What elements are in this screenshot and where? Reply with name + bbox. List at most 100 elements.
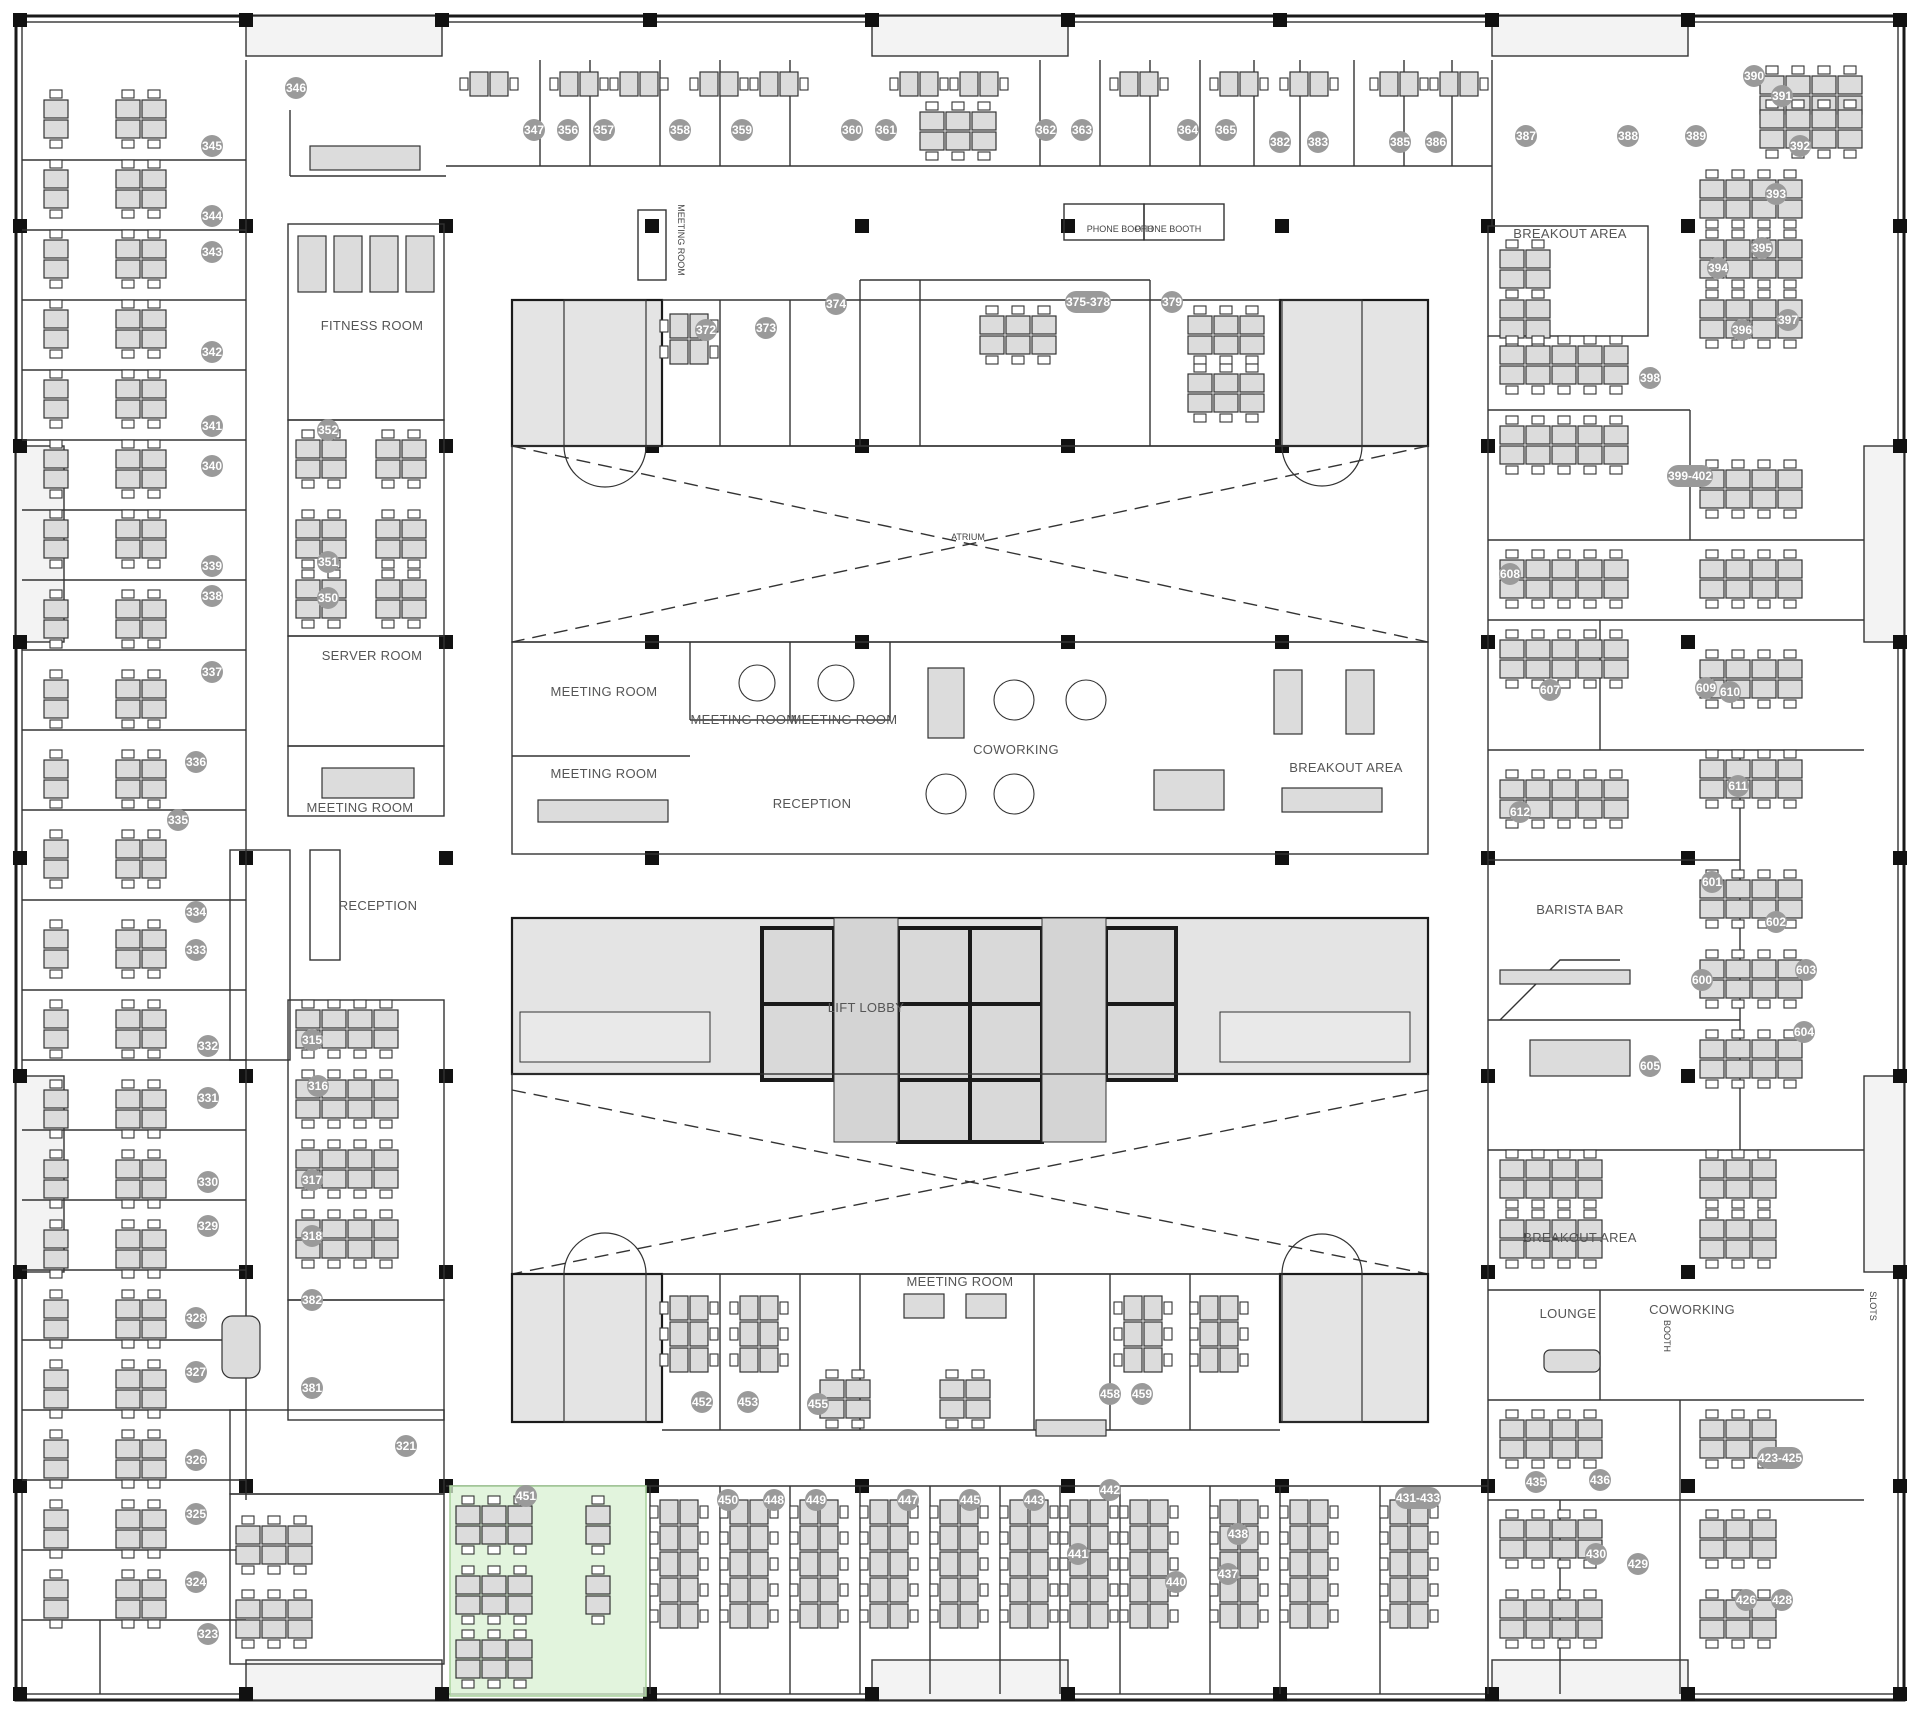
room-badge[interactable]: 365 [1215,119,1237,141]
room-badge[interactable]: 435 [1525,1471,1547,1493]
room-badge[interactable]: 458 [1099,1383,1121,1405]
room-badge[interactable]: 437 [1217,1563,1239,1585]
room-badge[interactable]: 373 [755,317,777,339]
room-badge[interactable]: 315 [301,1029,323,1051]
room-badge[interactable]: 440 [1165,1571,1187,1593]
room-badge[interactable]: 389 [1685,125,1707,147]
room-badge[interactable]: 608 [1499,563,1521,585]
room-badge[interactable]: 601 [1701,871,1723,893]
room-badge[interactable]: 423-425 [1757,1447,1803,1469]
room-badge[interactable]: 441 [1067,1543,1089,1565]
room-badge[interactable]: 324 [185,1571,207,1593]
room-badge[interactable]: 611 [1727,775,1749,797]
room-badge[interactable]: 342 [201,341,223,363]
room-badge[interactable]: 383 [1307,131,1329,153]
room-badge[interactable]: 607 [1539,679,1561,701]
room-badge[interactable]: 327 [185,1361,207,1383]
room-badge[interactable]: 609 [1695,677,1717,699]
room-badge[interactable]: 448 [763,1489,785,1511]
room-badge[interactable]: 330 [197,1171,219,1193]
room-badge[interactable]: 364 [1177,119,1199,141]
room-badge[interactable]: 385 [1389,131,1411,153]
room-badge[interactable]: 459 [1131,1383,1153,1405]
room-badge[interactable]: 356 [557,119,579,141]
room-badge[interactable]: 426 [1735,1589,1757,1611]
room-badge[interactable]: 610 [1719,681,1741,703]
room-badge[interactable]: 336 [185,751,207,773]
room-badge[interactable]: 381 [301,1377,323,1399]
room-badge[interactable]: 343 [201,241,223,263]
room-badge[interactable]: 351 [317,551,339,573]
room-badge[interactable]: 357 [593,119,615,141]
room-badge[interactable]: 447 [897,1489,919,1511]
room-badge[interactable]: 442 [1099,1479,1121,1501]
room-badge[interactable]: 334 [185,901,207,923]
room-badge[interactable]: 430 [1585,1543,1607,1565]
room-badge[interactable]: 398 [1639,367,1661,389]
room-badge[interactable]: 346 [285,77,307,99]
room-badge[interactable]: 445 [959,1489,981,1511]
room-badge[interactable]: 603 [1795,959,1817,981]
room-badge[interactable]: 604 [1793,1021,1815,1043]
room-badge[interactable]: 317 [301,1169,323,1191]
room-badge[interactable]: 451 [515,1485,537,1507]
room-badge[interactable]: 392 [1789,135,1811,157]
room-badge[interactable]: 340 [201,455,223,477]
room-badge[interactable]: 333 [185,939,207,961]
room-badge[interactable]: 339 [201,555,223,577]
room-badge[interactable]: 325 [185,1503,207,1525]
room-badge[interactable]: 318 [301,1225,323,1247]
room-badge[interactable]: 352 [317,419,339,441]
room-badge[interactable]: 391 [1771,85,1793,107]
room-badge[interactable]: 382 [301,1289,323,1311]
room-badge[interactable]: 329 [197,1215,219,1237]
room-badge[interactable]: 360 [841,119,863,141]
room-badge[interactable]: 337 [201,661,223,683]
room-badge[interactable]: 450 [717,1489,739,1511]
room-badge[interactable]: 344 [201,205,223,227]
room-badge[interactable]: 605 [1639,1055,1661,1077]
room-badge[interactable]: 358 [669,119,691,141]
room-badge[interactable]: 331 [197,1087,219,1109]
room-badge[interactable]: 361 [875,119,897,141]
room-badge[interactable]: 375-378 [1065,291,1111,313]
room-badge[interactable]: 455 [807,1393,829,1415]
room-badge[interactable]: 443 [1023,1489,1045,1511]
room-badge[interactable]: 399-402 [1667,465,1713,487]
room-badge[interactable]: 347 [523,119,545,141]
room-badge[interactable]: 382 [1269,131,1291,153]
room-badge[interactable]: 453 [737,1391,759,1413]
room-badge[interactable]: 323 [197,1623,219,1645]
room-badge[interactable]: 345 [201,135,223,157]
room-badge[interactable]: 436 [1589,1469,1611,1491]
room-badge[interactable]: 429 [1627,1553,1649,1575]
room-badge[interactable]: 449 [805,1489,827,1511]
room-badge[interactable]: 602 [1765,911,1787,933]
room-badge[interactable]: 326 [185,1449,207,1471]
room-badge[interactable]: 394 [1707,257,1729,279]
room-badge[interactable]: 388 [1617,125,1639,147]
room-badge[interactable]: 328 [185,1307,207,1329]
room-badge[interactable]: 316 [307,1075,329,1097]
room-badge[interactable]: 612 [1509,801,1531,823]
room-badge[interactable]: 386 [1425,131,1447,153]
room-badge[interactable]: 390 [1743,65,1765,87]
room-badge[interactable]: 321 [395,1435,417,1457]
room-badge[interactable]: 396 [1731,319,1753,341]
room-badge[interactable]: 338 [201,585,223,607]
room-badge[interactable]: 431-433 [1395,1487,1441,1509]
room-badge[interactable]: 372 [695,319,717,341]
room-badge[interactable]: 350 [317,587,339,609]
room-badge[interactable]: 452 [691,1391,713,1413]
room-badge[interactable]: 332 [197,1035,219,1057]
room-badge[interactable]: 395 [1751,237,1773,259]
room-badge[interactable]: 363 [1071,119,1093,141]
room-badge[interactable]: 387 [1515,125,1537,147]
room-badge[interactable]: 428 [1771,1589,1793,1611]
room-badge[interactable]: 374 [825,293,847,315]
room-badge[interactable]: 379 [1161,291,1183,313]
room-badge[interactable]: 438 [1227,1523,1249,1545]
room-badge[interactable]: 397 [1777,309,1799,331]
room-badge[interactable]: 600 [1691,969,1713,991]
room-badge[interactable]: 393 [1765,183,1787,205]
